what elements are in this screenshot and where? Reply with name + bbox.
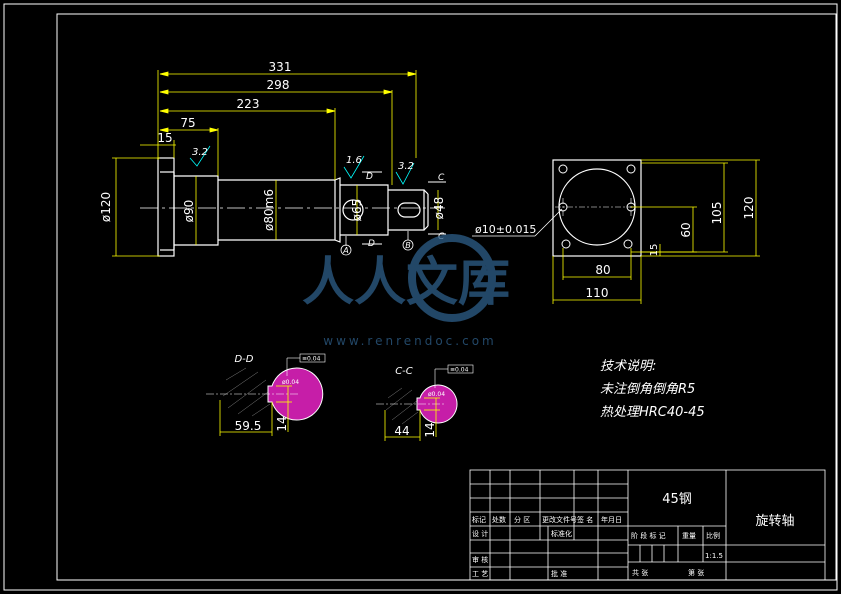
flange-dim-110: 110 bbox=[586, 286, 609, 300]
tech-notes: 技术说明: 未注倒角倒角R5 热处理HRC40-45 bbox=[600, 359, 705, 420]
section-mark-d-bottom: D bbox=[368, 239, 375, 249]
section-cc: C-C 44 14 ø0.04 ≡0.04 bbox=[376, 364, 474, 441]
tb-mark: 标记 bbox=[472, 515, 486, 524]
section-dd-hatch bbox=[222, 367, 271, 417]
dim-331: 331 bbox=[269, 60, 292, 74]
tb-sheet: 第 张 bbox=[688, 568, 704, 577]
roughness-3: 3.2 bbox=[398, 161, 414, 172]
section-dd-tol-box bbox=[299, 353, 326, 363]
tb-count: 处数 bbox=[492, 515, 506, 524]
section-dd: D-D 59.5 14 ø0.04 ≡0.04 bbox=[206, 353, 326, 436]
flange-dim-80: 80 bbox=[595, 263, 610, 277]
tb-date: 年月日 bbox=[601, 515, 622, 524]
tb-weight: 重量 bbox=[682, 532, 696, 540]
tech-notes-line1: 未注倒角倒角R5 bbox=[600, 382, 695, 397]
section-mark-c-top: C bbox=[438, 173, 445, 183]
section-cc-hatch bbox=[385, 387, 419, 425]
dim-dia-80: ø80m6 bbox=[262, 189, 276, 231]
title-material: 45钢 bbox=[662, 492, 692, 507]
dim-dia-48: ø48 bbox=[432, 197, 446, 220]
flange-dim-120: 120 bbox=[742, 197, 756, 220]
dim-dia-120: ø120 bbox=[99, 192, 113, 222]
tb-change-doc: 更改文件号 bbox=[542, 515, 577, 524]
datum-b: B bbox=[405, 241, 411, 250]
roughness-symbols bbox=[189, 145, 415, 185]
section-dd-tolerance: ø0.04 bbox=[282, 379, 299, 386]
tb-approve: 批 准 bbox=[551, 569, 567, 578]
datum-a: A bbox=[342, 246, 348, 255]
tb-zone: 分 区 bbox=[514, 515, 530, 524]
watermark-brand: 人人文库 bbox=[302, 253, 510, 313]
section-cc-tol-box bbox=[447, 364, 474, 374]
dim-dia-90: ø90 bbox=[182, 200, 196, 223]
dim-75: 75 bbox=[180, 116, 195, 130]
title-block: 45钢 旋转轴 1:1.5 标记 处数 分 区 更改文件号 签 名 年月日 设 … bbox=[469, 469, 826, 581]
hole-leader bbox=[534, 208, 563, 237]
watermark-ring bbox=[408, 234, 496, 322]
tech-notes-title: 技术说明: bbox=[600, 359, 656, 374]
flange-dimensions bbox=[552, 159, 760, 304]
title-scale: 1:1.5 bbox=[705, 552, 723, 560]
roughness-2: 1.6 bbox=[346, 155, 362, 166]
roughness-1: 3.2 bbox=[192, 147, 208, 158]
datum-symbols bbox=[340, 231, 414, 256]
tb-total: 共 张 bbox=[632, 568, 648, 577]
section-cc-tol-box-text: ≡0.04 bbox=[450, 367, 469, 374]
section-dd-dims bbox=[219, 385, 292, 436]
tb-review: 审 核 bbox=[472, 555, 488, 564]
hole-note: ø10±0.015 bbox=[475, 223, 536, 236]
section-cc-width: 44 bbox=[394, 424, 409, 438]
tech-notes-line2: 热处理HRC40-45 bbox=[600, 405, 705, 420]
flange-dim-105: 105 bbox=[710, 202, 724, 225]
tb-sign: 签 名 bbox=[577, 515, 593, 524]
section-cc-depth: 14 bbox=[423, 422, 437, 437]
section-cut-lines bbox=[362, 171, 446, 245]
section-dd-depth: 14 bbox=[275, 416, 289, 431]
tb-ratio: 比例 bbox=[706, 531, 720, 540]
section-cc-label: C-C bbox=[395, 366, 413, 377]
section-cc-dims bbox=[384, 397, 440, 441]
tb-standardize: 标准化 bbox=[551, 529, 572, 538]
tb-stage-mark: 阶 段 标 记 bbox=[631, 531, 666, 540]
dim-15: 15 bbox=[157, 131, 172, 145]
watermark: 人人文库 www.renrendoc.com bbox=[302, 234, 510, 348]
dim-223: 223 bbox=[237, 97, 260, 111]
dim-dia-65: ø65 bbox=[350, 199, 364, 222]
flange-dim-60: 60 bbox=[679, 222, 693, 237]
flange-end-view: ø10±0.015 80 110 60 bbox=[472, 159, 760, 304]
dim-298: 298 bbox=[267, 78, 290, 92]
watermark-url: www.renrendoc.com bbox=[323, 334, 496, 348]
title-block-grid bbox=[469, 469, 826, 581]
horizontal-dimensions bbox=[140, 70, 417, 185]
shaft-main-view: 331 298 223 75 15 ø120 ø90 ø80m6 ø65 ø48… bbox=[99, 60, 446, 257]
title-block-labels: 标记 处数 分 区 更改文件号 签 名 年月日 设 计 标准化 阶 段 标 记 … bbox=[472, 515, 720, 578]
section-mark-d-top: D bbox=[366, 172, 373, 182]
section-dd-label: D-D bbox=[234, 354, 253, 365]
diameter-dimensions bbox=[112, 157, 439, 257]
section-cc-tolerance: ø0.04 bbox=[428, 391, 445, 398]
sheet-border bbox=[3, 3, 838, 591]
tb-process: 工 艺 bbox=[472, 570, 488, 578]
tb-design: 设 计 bbox=[472, 529, 488, 538]
section-dd-tol-box-text: ≡0.04 bbox=[302, 356, 321, 363]
flange-dim-15: 15 bbox=[649, 244, 660, 257]
shaft-outline bbox=[157, 157, 429, 257]
title-part-name: 旋转轴 bbox=[755, 514, 794, 529]
flange-square bbox=[552, 159, 642, 257]
section-dd-width: 59.5 bbox=[235, 419, 262, 433]
